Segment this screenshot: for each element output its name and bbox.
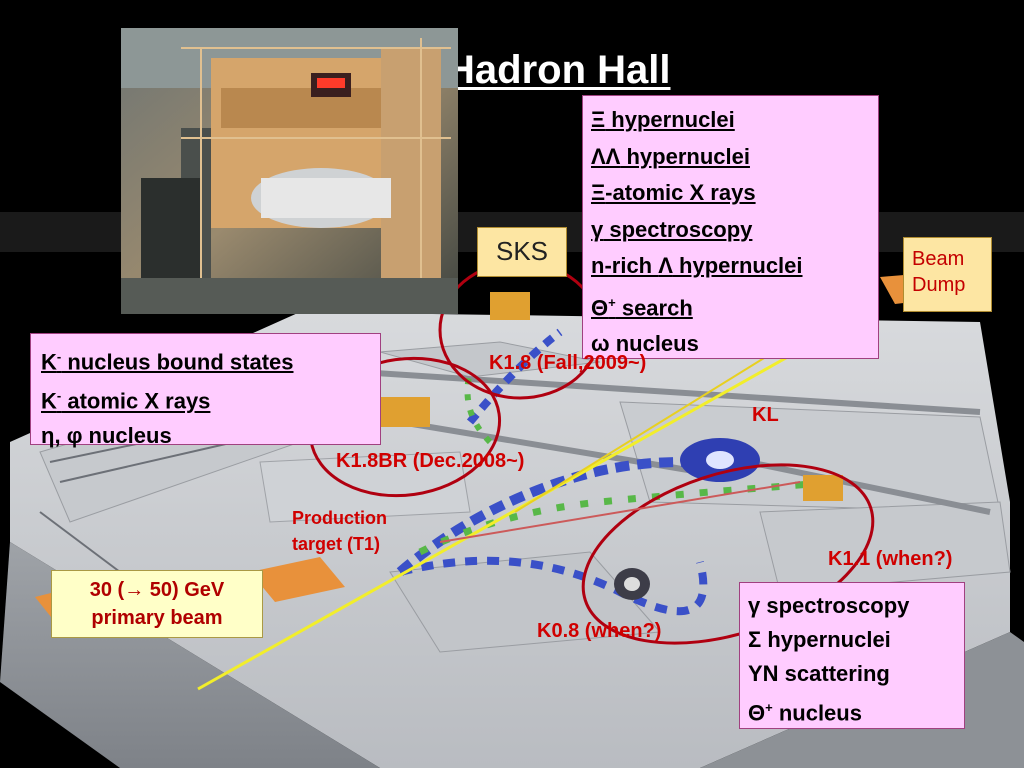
physics-item-yn-scattering: YN scattering	[748, 661, 890, 686]
physics-item-theta-nucleus: Θ+ nucleus	[748, 700, 862, 726]
k18-physics-box: Ξ hypernuclei ΛΛ hypernuclei Ξ-atomic X …	[582, 95, 879, 359]
k11-beamline-label: K1.1 (when?)	[828, 548, 953, 570]
production-target-line2: target (T1)	[292, 534, 381, 554]
primary-beam-line2: primary beam	[91, 607, 223, 629]
primary-beam-line1: 30 (→ 50) GeV	[89, 579, 225, 601]
production-target-line1: Production	[292, 508, 387, 528]
physics-item-k-atomic: K- atomic X rays	[41, 388, 211, 414]
physics-item-theta-search: Θ+ search	[591, 294, 693, 320]
physics-item-k-bound-states: K- nucleus bound states	[41, 349, 294, 375]
physics-item-gamma-spectroscopy-k11: γ spectroscopy	[748, 593, 910, 618]
beam-dump-line2: Dump	[912, 274, 966, 296]
physics-item-xi-atomic: Ξ-atomic X rays	[591, 180, 756, 205]
sks-apparatus-photo	[121, 28, 458, 314]
physics-item-omega-nucleus: ω nucleus	[591, 331, 699, 357]
k18-beamline-label: K1.8 (Fall,2009~)	[489, 352, 647, 374]
k18br-physics-box: K- nucleus bound states K- atomic X rays…	[30, 333, 381, 448]
physics-item-xi-hypernuclei: Ξ hypernuclei	[591, 107, 735, 132]
kl-beamline-label: KL	[752, 404, 779, 426]
sks-label: SKS	[477, 227, 567, 277]
slide-title: Hadron Hall	[446, 48, 671, 92]
beam-dump-label: Beam Dump	[903, 237, 992, 312]
physics-item-gamma-spectroscopy: γ spectroscopy	[591, 216, 753, 242]
physics-item-ll-hypernuclei: ΛΛ hypernuclei	[591, 143, 750, 169]
k11-physics-box: γ spectroscopy Σ hypernuclei YN scatteri…	[739, 582, 965, 729]
production-target-label: Production target (T1)	[292, 505, 387, 557]
primary-beam-line	[197, 348, 801, 691]
beam-dump-line1: Beam	[912, 248, 965, 270]
k08-beamline-label: K0.8 (when?)	[537, 620, 662, 642]
physics-item-eta-phi-nucleus: η, φ nucleus	[41, 422, 172, 448]
physics-item-nrich-hypernuclei: n-rich Λ hypernuclei	[591, 253, 803, 278]
beamline-magnets	[380, 292, 843, 616]
primary-beam-label: 30 (→ 50) GeV primary beam	[51, 570, 263, 638]
k18br-beamline-label: K1.8BR (Dec.2008~)	[336, 450, 525, 472]
physics-item-sigma-hypernuclei: Σ hypernuclei	[748, 627, 891, 652]
